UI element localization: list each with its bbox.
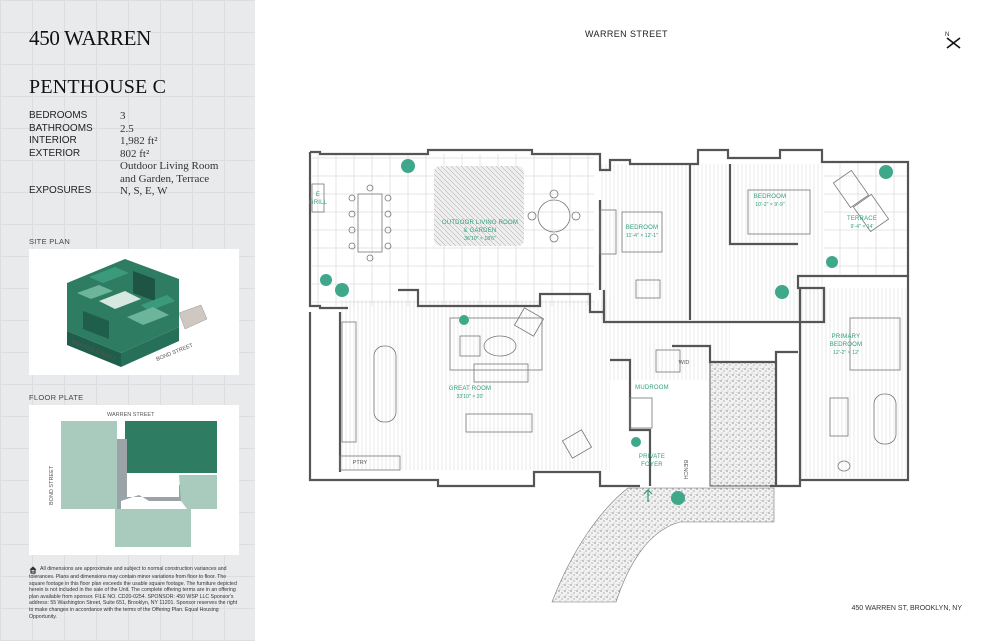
- plant-icon: [401, 159, 415, 173]
- spec-label: INTERIOR: [29, 135, 77, 146]
- plants: [320, 159, 893, 505]
- plant-icon: [879, 165, 893, 179]
- spec-value: N, S, E, W: [120, 185, 168, 197]
- room-dim-primary: 12'-2" × 12': [833, 350, 859, 356]
- plant-icon: [826, 256, 838, 268]
- spec-value: 3: [120, 110, 126, 122]
- great-room-floor: [340, 300, 610, 470]
- plant-icon: [631, 437, 641, 447]
- room-label-private-foyer-2: FOYER: [641, 462, 663, 468]
- massing-block: [127, 307, 169, 325]
- room-label-primary: PRIMARY: [832, 334, 861, 340]
- room-dim-bedroom-1: 11'-4" × 12'-1": [626, 233, 658, 239]
- room-label-outdoor-2: & GARDEN: [464, 228, 497, 234]
- entry-arrow-icon: [643, 489, 653, 502]
- spec-label: [29, 160, 120, 173]
- floor-plate-unit: [61, 421, 117, 509]
- courtyard-gravel: [709, 361, 777, 487]
- spec-row-exposures: EXPOSURES N, S, E, W: [29, 185, 249, 198]
- massing-block: [77, 285, 113, 299]
- floor-plate-diagram: WARREN STREET BOND STREET: [49, 412, 217, 547]
- floor-plan: OUTDOOR LIVING ROOM & GARDEN 36'10" × 18…: [309, 148, 910, 603]
- massing-courtyard: [99, 291, 141, 309]
- room-label-great-room: GREAT ROOM: [449, 386, 491, 392]
- room-label-bench: BENCH: [682, 460, 688, 479]
- massing-block: [133, 271, 155, 301]
- spec-row-exterior-desc-2: and Garden, Terrace: [29, 173, 249, 186]
- garden-planter: [434, 166, 524, 246]
- plant-icon: [671, 491, 685, 505]
- massing-block: [89, 267, 129, 283]
- room-label-grill: GRILL: [309, 200, 328, 206]
- room-dim-outdoor: 36'10" × 18'6": [464, 236, 496, 242]
- floor-plate-unit: [115, 509, 191, 547]
- plant-icon: [335, 283, 349, 297]
- spec-row-exterior-desc-1: Outdoor Living Room: [29, 160, 249, 173]
- brand-logo[interactable]: 450 WARREN: [29, 26, 152, 50]
- neighbor-building: [178, 304, 208, 330]
- plant-icon: [775, 285, 789, 299]
- compass-icon[interactable]: N: [943, 28, 963, 50]
- site-plan-massing: WARREN STREET BOND STREET: [67, 259, 208, 367]
- room-dim-terrace: 9'-4" × 14': [850, 224, 873, 230]
- spec-row-exterior: EXTERIOR 802 ft²: [29, 148, 249, 161]
- address-label: 450 WARREN ST, BROOKLYN, NY: [851, 605, 962, 612]
- room-label-grill-icon: E: [316, 192, 320, 198]
- room-label-primary-2: BEDROOM: [830, 342, 862, 348]
- room-label-terrace: TERRACE: [847, 216, 877, 222]
- unit-title: PENTHOUSE C: [29, 76, 167, 98]
- spec-label: [29, 173, 120, 186]
- room-label-bedroom-1: BEDROOM: [626, 225, 658, 231]
- floor-plate-street-top: WARREN STREET: [107, 412, 155, 418]
- massing-block: [141, 295, 175, 311]
- floor-plate-label: FLOOR PLATE: [29, 393, 84, 402]
- outdoor-furniture: [311, 169, 890, 262]
- spec-value: 2.5: [120, 122, 134, 135]
- primary-bedroom-floor: [800, 288, 906, 478]
- room-label-mudroom: MUDROOM: [635, 385, 669, 391]
- spec-value: 802 ft²: [120, 147, 150, 160]
- room-dim-bedroom-2: 10'-2" × 9'-9": [755, 202, 785, 208]
- bedroom-wing-floor: [600, 164, 824, 320]
- floor-plate-panel[interactable]: WARREN STREET BOND STREET: [29, 405, 239, 555]
- room-dim-great-room: 33'10" × 20': [456, 394, 483, 400]
- compass-letter: N: [945, 32, 949, 38]
- room-label-washer-dryer: W/D: [679, 360, 690, 366]
- terrace-floor: [824, 162, 908, 274]
- equal-housing-icon: [29, 566, 37, 574]
- spec-value: 1,982 ft²: [120, 135, 158, 147]
- spec-row-bedrooms: BEDROOMS 3: [29, 110, 249, 123]
- plant-icon: [320, 274, 332, 286]
- spec-value: and Garden, Terrace: [120, 172, 210, 185]
- street-label-top: WARREN STREET: [585, 29, 668, 39]
- room-label-private-foyer: PRIVATE: [639, 454, 665, 460]
- spec-list: BEDROOMS 3 BATHROOMS 2.5 INTERIOR 1,982 …: [29, 110, 249, 198]
- site-plan-panel[interactable]: WARREN STREET BOND STREET: [29, 249, 239, 375]
- spec-label: EXPOSURES: [29, 185, 92, 196]
- disclaimer-text: All dimensions are approximate and subje…: [29, 566, 238, 620]
- plant-icon: [459, 315, 469, 325]
- floor-plan-view: WARREN STREET N: [255, 0, 990, 641]
- massing-side: [67, 331, 121, 367]
- room-label-bedroom-2: BEDROOM: [754, 194, 786, 200]
- room-label-outdoor: OUTDOOR LIVING ROOM: [442, 220, 518, 226]
- floor-plate-street-side: BOND STREET: [49, 465, 55, 505]
- floor-plate-unit-highlight: [125, 421, 217, 473]
- spec-label: EXTERIOR: [29, 147, 81, 159]
- spec-label: BEDROOMS: [29, 110, 88, 121]
- room-label-pantry: PTRY: [353, 460, 368, 466]
- floor-plate-unit: [179, 475, 217, 509]
- sidebar: 450 WARREN PENTHOUSE C BEDROOMS 3 BATHRO…: [0, 0, 255, 641]
- massing-block: [83, 311, 109, 339]
- spec-value: Outdoor Living Room: [120, 160, 219, 172]
- massing-front: [121, 327, 179, 367]
- spec-label: BATHROOMS: [29, 122, 93, 134]
- interior-furniture: [339, 189, 901, 472]
- spec-row-interior: INTERIOR 1,982 ft²: [29, 135, 249, 148]
- entry-path-gravel: [551, 487, 775, 603]
- legal-disclaimer: All dimensions are approximate and subje…: [29, 566, 241, 620]
- site-plan-label: SITE PLAN: [29, 237, 71, 246]
- floor-plate-core: [117, 439, 189, 509]
- spec-row-bathrooms: BATHROOMS 2.5: [29, 123, 249, 136]
